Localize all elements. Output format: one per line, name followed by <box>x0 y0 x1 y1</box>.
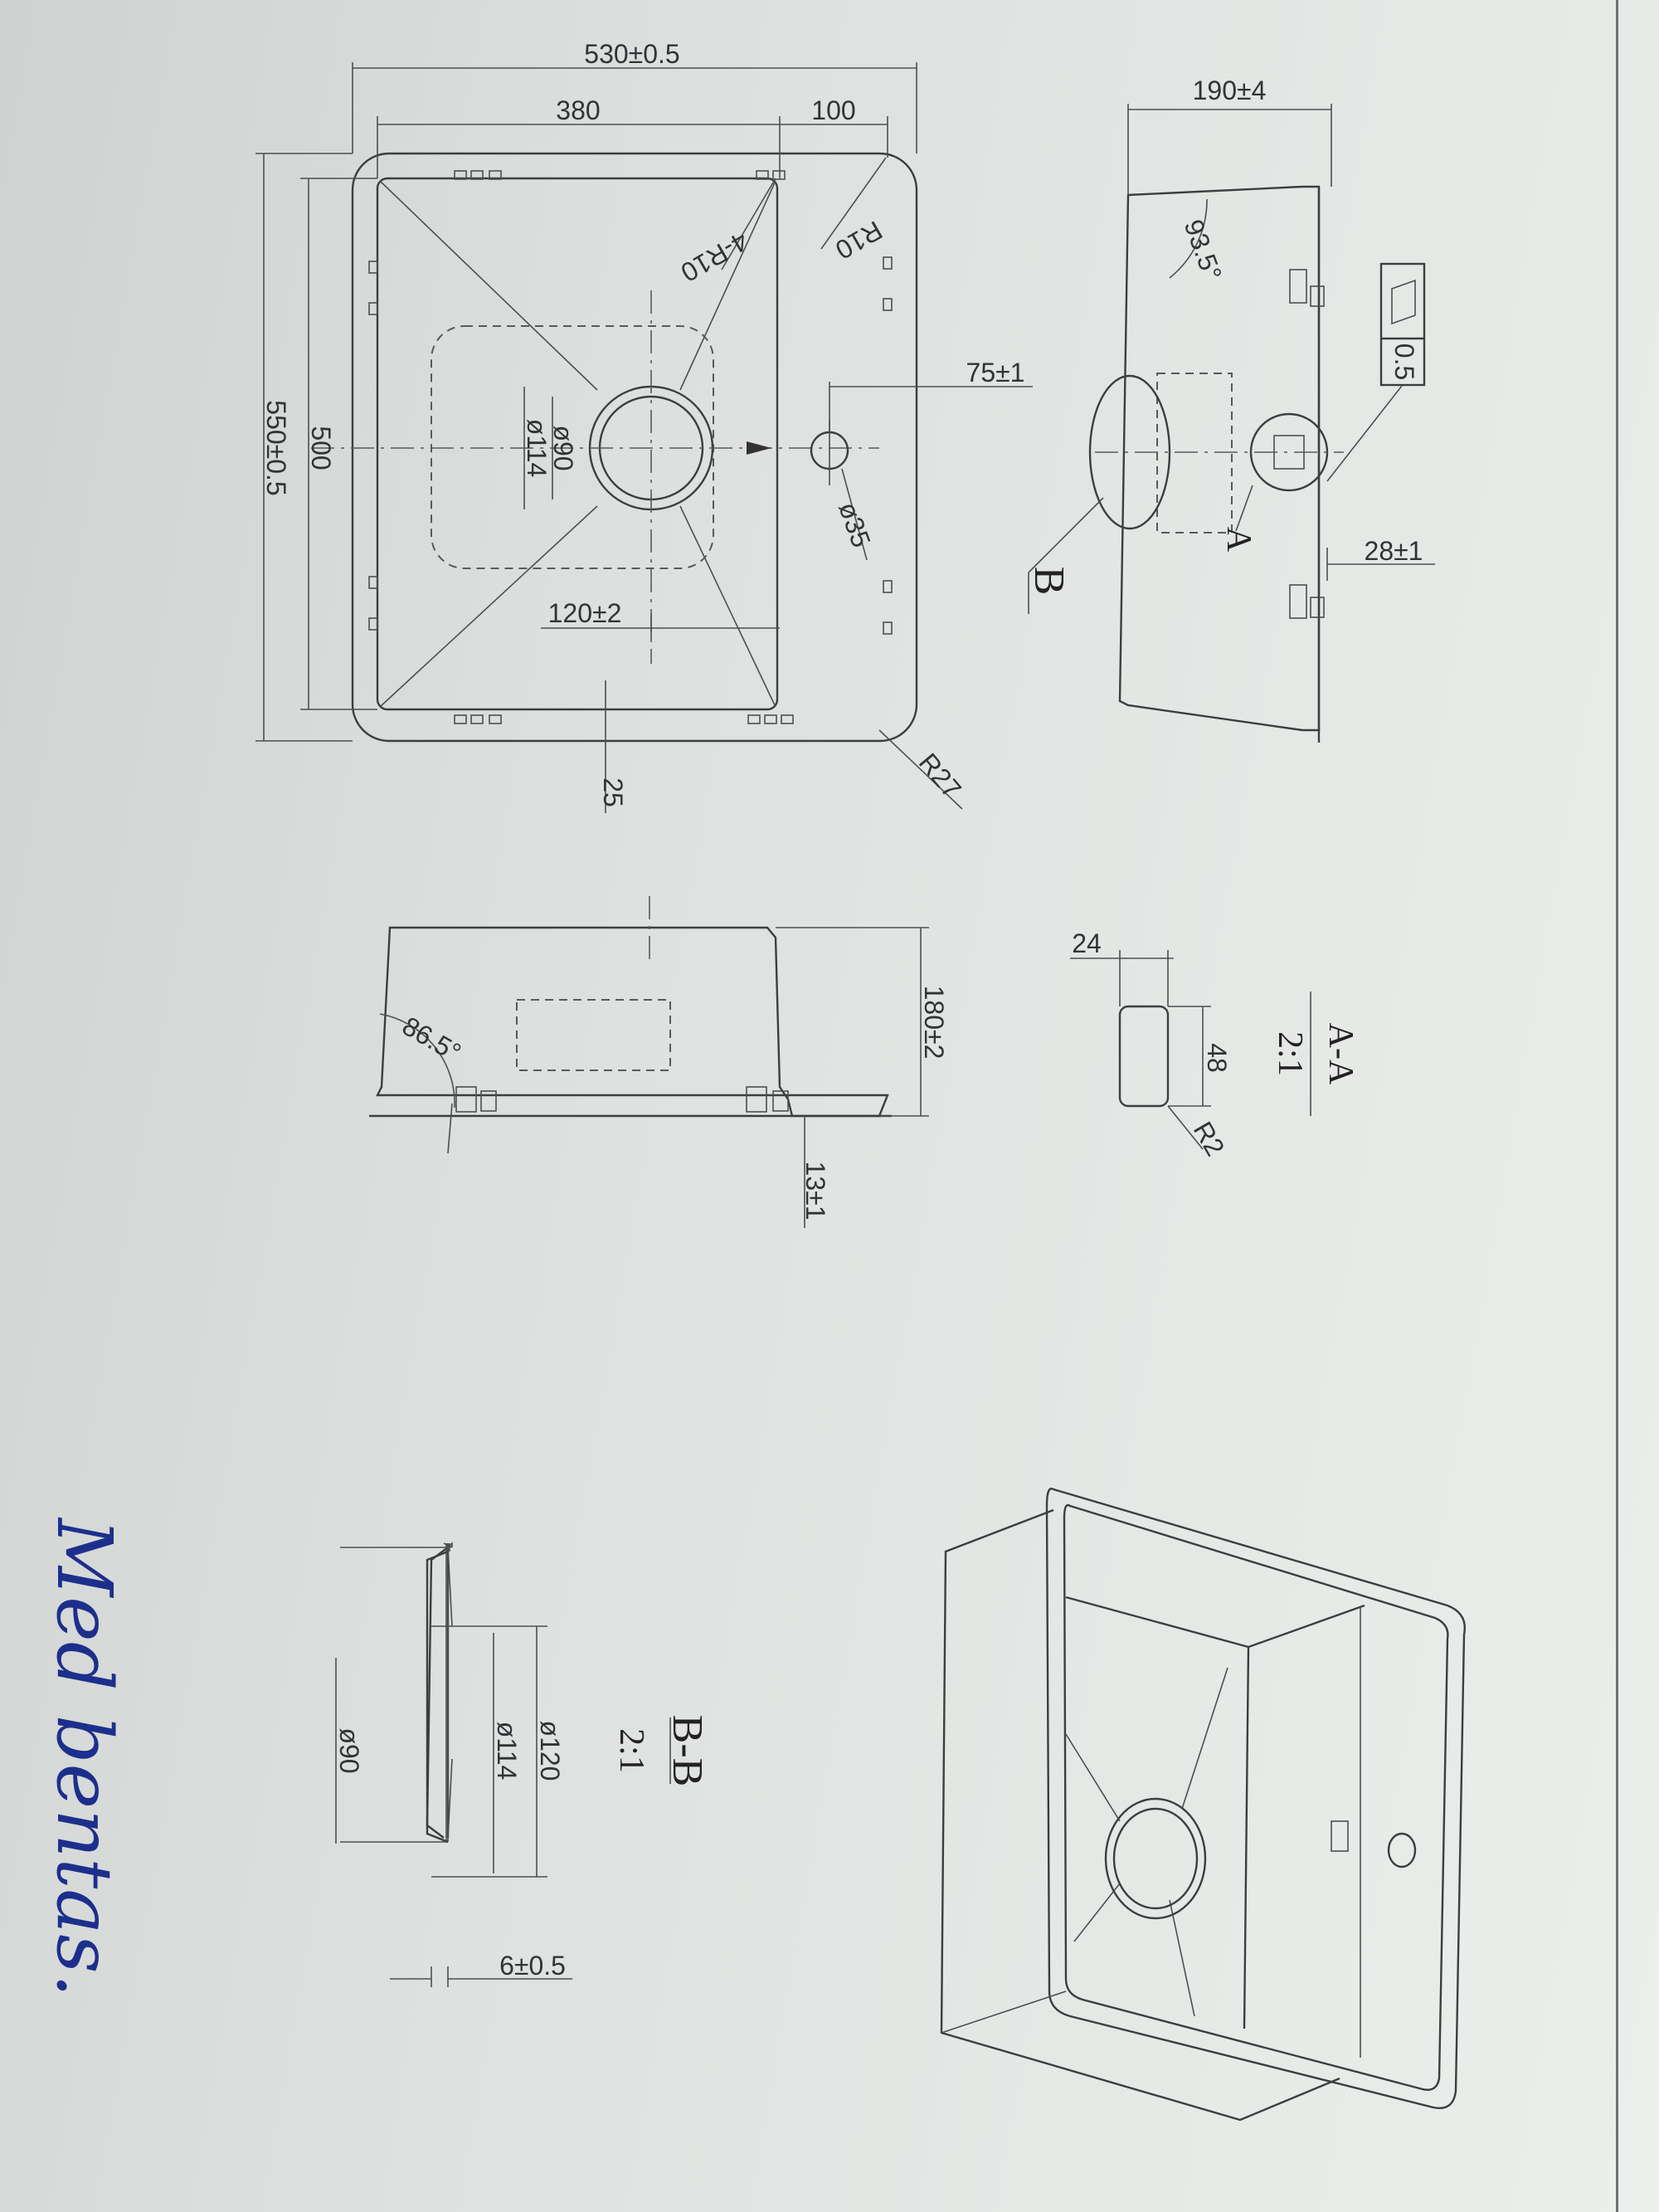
iso-rim-outer <box>1045 1488 1466 2109</box>
section-bb: ø90 ø114 ø120 6±0.5 B-B 2:1 <box>334 1542 711 1987</box>
iso-overflow <box>1331 1820 1349 1852</box>
section-b-label: B <box>1025 567 1073 596</box>
dim-tap-offset: 75±1 <box>966 358 1025 387</box>
arrow-head <box>747 441 771 455</box>
iso-tap-hole <box>1387 1832 1417 1869</box>
iso-bowl-edge <box>1065 1596 1250 2029</box>
iso-drain-outer <box>1104 1797 1207 1920</box>
bowl-outline <box>376 177 779 711</box>
iso-bowl-line <box>1169 1899 1195 2017</box>
side-view: 190±4 93.5° 0.5 A B 28±1 <box>1025 76 1435 743</box>
bb-profile-left <box>426 1547 449 1839</box>
side-clips <box>1289 269 1325 619</box>
bowl-diagonal <box>379 505 598 708</box>
dim-outer-radius: R27 <box>913 748 967 804</box>
aa-profile <box>1118 1005 1170 1108</box>
top-view: 530±0.5 380 100 550±0.5 500 4-R10 R10 ø9… <box>255 39 1033 813</box>
front-dimension-lines <box>379 927 929 1228</box>
dim-bb-d1: ø90 <box>334 1727 364 1773</box>
iso-bowl-line <box>1065 1733 1121 1822</box>
aa-dimension-lines <box>1070 950 1311 1150</box>
dim-overall-length: 550±0.5 <box>261 400 291 495</box>
iso-bowl-back <box>1248 1604 1365 1649</box>
dim-tap-hole: ø35 <box>833 498 877 551</box>
aa-title: A-A <box>1321 1023 1360 1085</box>
iso-bowl-line <box>1073 1883 1121 1942</box>
thickness-label: 0.5 <box>1389 343 1419 380</box>
iso-underside <box>940 1508 1340 2122</box>
dim-overall-width: 530±0.5 <box>584 39 679 69</box>
dim-bb-height: 6±0.5 <box>499 1951 566 1981</box>
iso-rim-inner <box>1063 1503 1449 2091</box>
sink-outline <box>351 152 918 743</box>
dim-side-offset: 28±1 <box>1365 536 1423 566</box>
bowl-diagonal <box>679 180 776 391</box>
dim-drain-inner: ø90 <box>548 425 578 470</box>
dim-front-depth: 180±2 <box>919 986 949 1060</box>
dim-drain-offset: 120±2 <box>548 598 622 628</box>
bb-outline <box>426 1550 449 1844</box>
bowl-diagonal <box>679 505 776 708</box>
front-recess <box>516 999 671 1071</box>
handwritten-note: Med bentas. <box>40 1517 129 1998</box>
dim-drain-outer: ø114 <box>522 419 552 478</box>
side-profile <box>1118 185 1321 732</box>
bb-scale: 2:1 <box>612 1728 650 1773</box>
flatness-icon <box>1391 279 1416 325</box>
side-dimension-lines <box>1028 104 1435 614</box>
border-frame-line <box>1616 0 1618 2212</box>
dim-bb-d2: ø114 <box>492 1722 522 1781</box>
isometric-view <box>940 1488 1466 2122</box>
aa-scale: 2:1 <box>1271 1031 1309 1076</box>
bb-dimension-lines <box>335 1542 671 1987</box>
dim-front-angle: 86.5° <box>397 1011 466 1068</box>
iso-underside-edge <box>941 1990 1067 2034</box>
dim-corner-radius: R10 <box>830 215 888 266</box>
dim-inner-width: 380 <box>556 95 600 125</box>
dim-side-angle: 93.5° <box>1179 216 1228 285</box>
top-view-dimensions <box>255 62 1033 813</box>
dim-aa-width: 24 <box>1072 928 1102 958</box>
dim-aa-height: 48 <box>1202 1043 1232 1073</box>
side-recess <box>1156 373 1233 534</box>
thickness-box <box>1379 262 1426 387</box>
section-aa: 24 48 R2 A-A 2:1 <box>1070 928 1360 1161</box>
dim-flange-width: 25 <box>598 777 628 807</box>
mounting-clips <box>368 170 893 724</box>
front-clips <box>455 1086 789 1113</box>
dim-flange-height: 13±1 <box>800 1162 830 1220</box>
iso-drain-inner <box>1112 1807 1199 1910</box>
section-b-circle <box>1088 374 1171 530</box>
section-a-label: A <box>1219 527 1258 553</box>
dim-offset: 100 <box>811 95 855 125</box>
bowl-diagonal <box>379 180 598 391</box>
dim-corner-radius-4: 4-R10 <box>676 226 753 288</box>
dim-aa-radius: R2 <box>1188 1117 1231 1161</box>
dim-inner-length: 500 <box>306 426 336 470</box>
dim-bb-d3: ø120 <box>535 1721 565 1781</box>
dim-side-depth: 190±4 <box>1193 76 1267 105</box>
bb-title: B-B <box>664 1715 711 1787</box>
iso-bowl-line <box>1181 1667 1228 1810</box>
front-view: 180±2 86.5° 13±1 <box>369 896 949 1228</box>
